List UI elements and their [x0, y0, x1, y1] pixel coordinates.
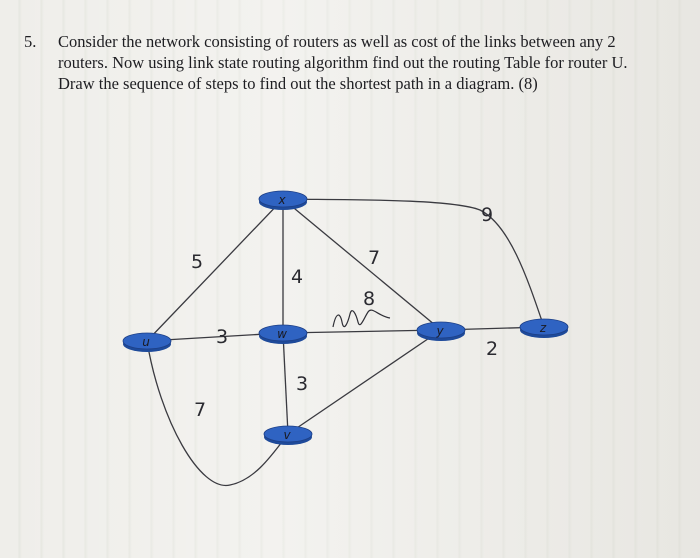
cost-label-u-w: 3 — [216, 326, 228, 348]
cost-label-w-v: 3 — [296, 373, 308, 395]
router-u: u — [122, 332, 172, 352]
question-line-3: Draw the sequence of steps to find out t… — [58, 74, 538, 93]
cost-label-x-y: 7 — [368, 247, 380, 269]
question-line-2: routers. Now using link state routing al… — [58, 53, 628, 72]
link-u-x — [146, 198, 284, 342]
edge-cost-labels: 5 3 7 4 7 9 8 3 2 — [191, 204, 498, 421]
router-label-y: y — [435, 324, 444, 338]
router-label-x: x — [277, 193, 286, 207]
router-z: z — [519, 318, 569, 338]
router-label-w: w — [277, 327, 287, 341]
cost-label-w-y: 8 — [363, 288, 375, 310]
cost-label-x-w: 4 — [291, 266, 303, 288]
router-x: x — [258, 190, 308, 210]
cost-label-y-z: 2 — [486, 338, 498, 360]
router-v: v — [263, 425, 313, 445]
cost-label-u-v: 7 — [194, 399, 206, 421]
router-nodes: x u w y z v — [122, 190, 569, 445]
cost-label-x-z: 9 — [481, 204, 493, 226]
link-w-v — [282, 332, 289, 435]
link-x-y — [282, 198, 442, 331]
link-v-y — [287, 329, 442, 435]
router-w: w — [258, 324, 308, 344]
link-w-y — [282, 329, 442, 334]
cost-label-u-x: 5 — [191, 251, 203, 273]
handwritten-squiggle — [332, 309, 391, 328]
link-x-z — [282, 198, 545, 328]
question-number: 5. — [24, 32, 37, 51]
router-label-z: z — [539, 321, 547, 335]
router-y: y — [416, 321, 466, 341]
network-edges — [146, 198, 545, 486]
link-u-v — [146, 340, 289, 486]
question-line-1: Consider the network consisting of route… — [58, 32, 616, 51]
router-label-u: u — [142, 335, 150, 349]
router-label-v: v — [283, 428, 291, 442]
